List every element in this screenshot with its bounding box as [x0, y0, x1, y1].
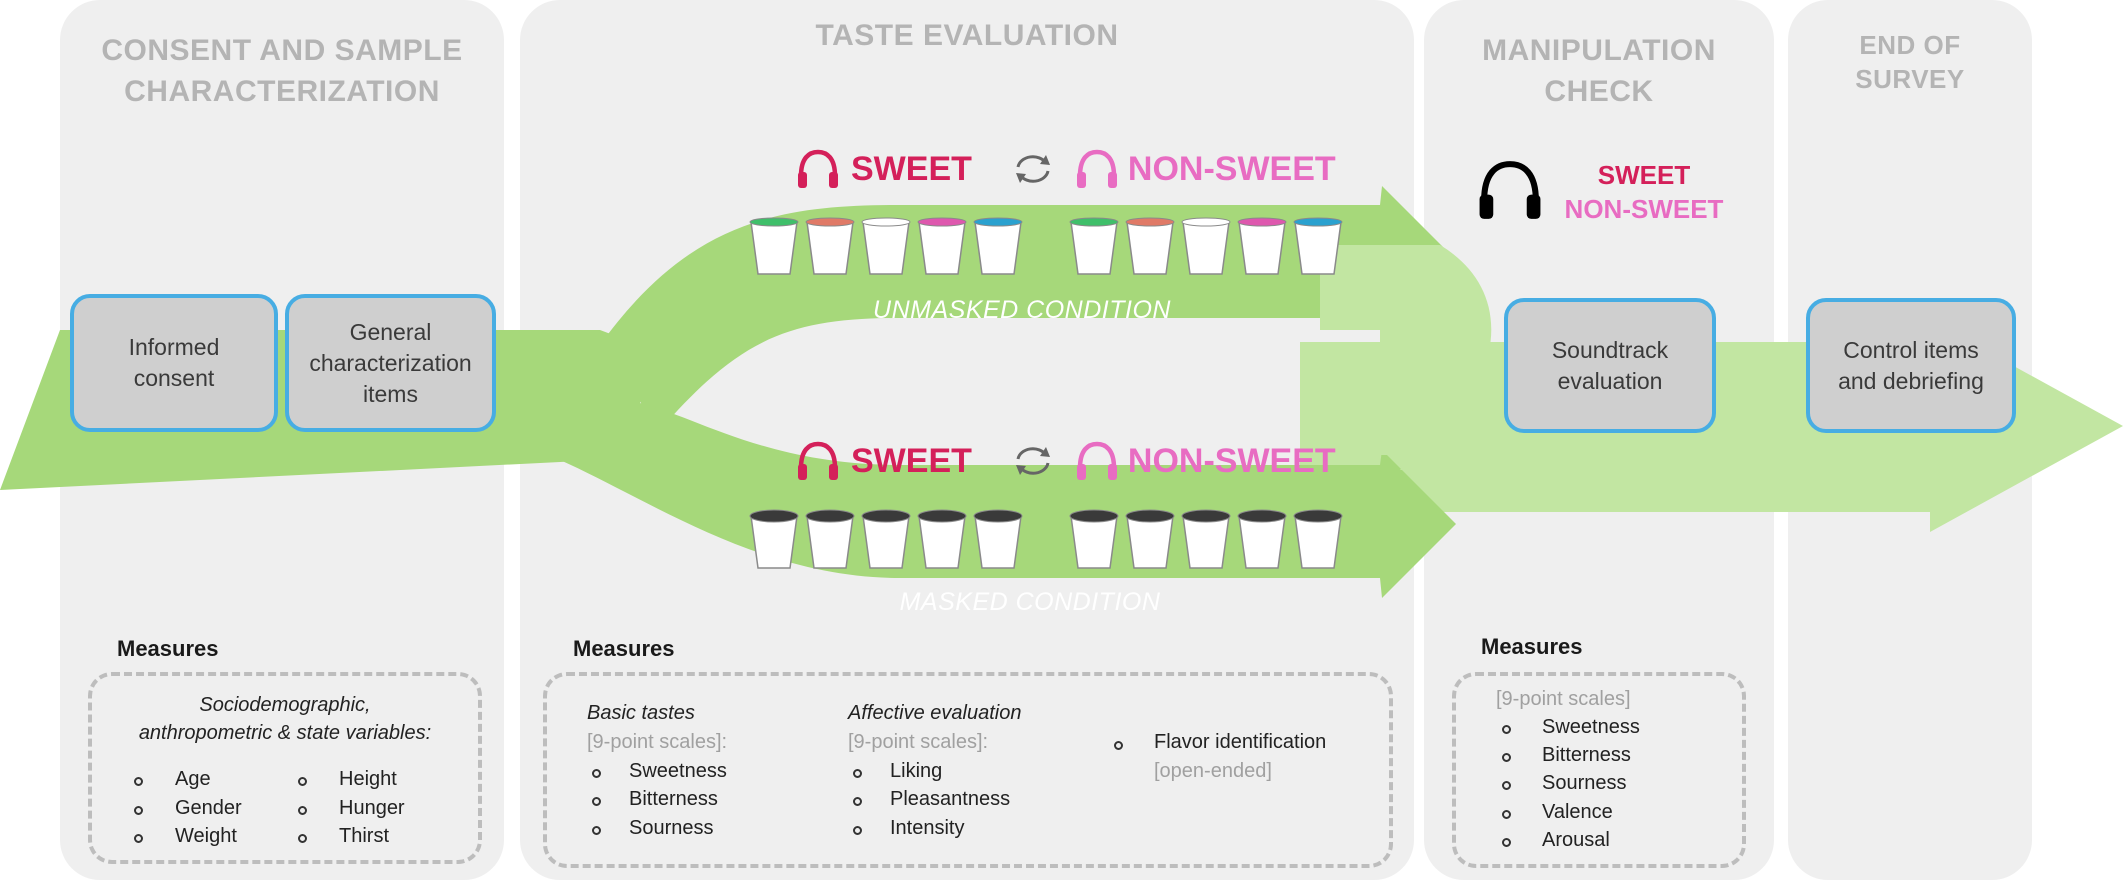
sample-cup [860, 214, 916, 278]
control-items-box: Control items and debriefing [1806, 298, 2016, 433]
sample-cup [860, 508, 916, 572]
sample-cup [916, 214, 972, 278]
general-characterization-box: General characterization items [285, 294, 496, 432]
swap-icon [1015, 447, 1050, 475]
arrow-merge [1320, 245, 1520, 470]
headphones-icon [1076, 441, 1117, 480]
cups-masked [748, 508, 1348, 572]
circle-bullet [1502, 725, 1511, 734]
measures-taste-title: Measures [573, 636, 675, 661]
soundtrack-evaluation-box: Soundtrack evaluation [1504, 298, 1716, 433]
sample-cup [1180, 214, 1236, 278]
circle-bullet [134, 806, 143, 815]
sample-cup [1292, 508, 1348, 572]
circle-bullet [853, 797, 862, 806]
circle-bullet [592, 826, 601, 835]
sweet-label: SWEET [851, 149, 972, 188]
panel-manipulation-title: MANIPULATION CHECK [1482, 34, 1716, 108]
measures-manipulation-box: [9-point scales] Sweetness Bitterness So… [1452, 672, 1746, 868]
sample-cup [1292, 214, 1348, 278]
headphones-icon [798, 149, 838, 188]
panel-end-title: END OF SURVEY [1855, 30, 1965, 94]
non-sweet-label: NON-SWEET [1127, 149, 1336, 188]
soundtrack-row-unmasked: SWEET NON-SWEET [795, 148, 1336, 190]
circle-bullet [592, 769, 601, 778]
sample-cup [1124, 508, 1180, 572]
measures-consent-title: Measures [117, 636, 219, 661]
cups-unmasked [748, 214, 1348, 278]
sample-cup [972, 508, 1028, 572]
non-sweet-label: NON-SWEET [1564, 194, 1724, 224]
sample-cup [1180, 508, 1236, 572]
circle-bullet [1502, 781, 1511, 790]
headphones-icon [1076, 149, 1117, 188]
sample-cup [972, 214, 1028, 278]
sample-cup [916, 508, 972, 572]
sample-cup [1068, 508, 1124, 572]
circle-bullet [298, 806, 307, 815]
circle-bullet [134, 834, 143, 843]
circle-bullet [298, 834, 307, 843]
measures-manipulation-title: Measures [1481, 634, 1583, 659]
measures-consent-box: Sociodemographic, anthropometric & state… [88, 672, 482, 864]
circle-bullet [1502, 753, 1511, 762]
circle-bullet [1502, 838, 1511, 847]
circle-bullet [853, 826, 862, 835]
headphones-icon [1479, 161, 1541, 219]
sample-cup [804, 214, 860, 278]
sample-cup [804, 508, 860, 572]
sample-cup [1124, 214, 1180, 278]
swap-icon [1015, 155, 1050, 183]
masked-condition-label: MASKED CONDITION [899, 588, 1161, 616]
circle-bullet [134, 777, 143, 786]
panel-taste-title: TASTE EVALUATION [815, 19, 1119, 52]
sample-cup [1236, 214, 1292, 278]
sample-cup [1068, 214, 1124, 278]
circle-bullet [853, 769, 862, 778]
headphones-icon [798, 441, 838, 480]
circle-bullet [1502, 810, 1511, 819]
sweet-label: SWEET [851, 441, 972, 480]
manipulation-soundtracks: SWEET NON-SWEET [1546, 158, 1742, 226]
informed-consent-box: Informed consent [70, 294, 278, 432]
panel-consent-title: CONSENT AND SAMPLE CHARACTERIZATION [101, 34, 463, 108]
sweet-label: SWEET [1597, 160, 1691, 190]
sample-cup [748, 214, 804, 278]
measures-taste-box: Basic tastes [9-point scales]: Sweetness… [543, 672, 1393, 868]
non-sweet-label: NON-SWEET [1127, 441, 1336, 480]
circle-bullet [592, 797, 601, 806]
sample-cup [1236, 508, 1292, 572]
circle-bullet [298, 777, 307, 786]
circle-bullet [1114, 741, 1123, 750]
soundtrack-row-masked: SWEET NON-SWEET [795, 440, 1336, 482]
unmasked-condition-label: UNMASKED CONDITION [873, 296, 1171, 324]
sample-cup [748, 508, 804, 572]
